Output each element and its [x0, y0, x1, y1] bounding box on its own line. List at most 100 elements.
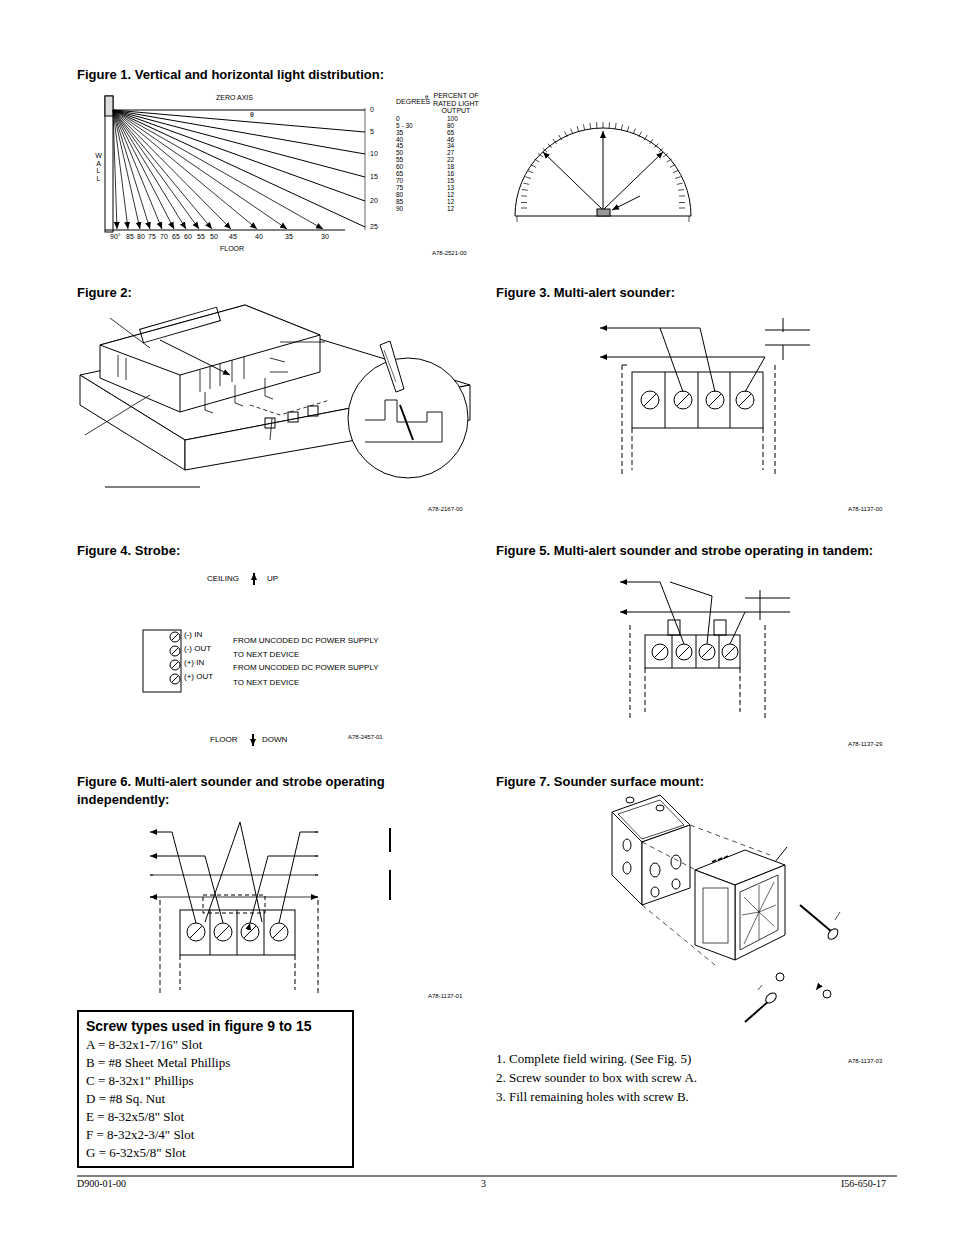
- figure-label: 60: [184, 233, 192, 240]
- figure-label: A78-2167-00: [428, 506, 463, 512]
- figure-label: 40: [255, 233, 263, 240]
- figure-label: 5 - 30: [396, 123, 413, 130]
- figure-label: 45: [396, 143, 403, 150]
- figure-label: 5: [370, 128, 374, 135]
- figure-label: 90°: [110, 233, 121, 240]
- figure-label: FLOOR: [210, 736, 238, 744]
- table-row: E = 8-32x5/8" Slot: [86, 1108, 345, 1126]
- independent-terminal-block: [150, 822, 390, 995]
- figure-label: 65: [447, 130, 454, 137]
- figure-label: 85: [396, 199, 403, 206]
- figure-label: θ: [425, 94, 428, 100]
- table-heading: Screw types used in figure 9 to 15: [86, 1016, 345, 1036]
- figure-label: 80: [396, 192, 403, 199]
- figure-title: Figure 4. Strobe:: [77, 542, 377, 560]
- figure-label: (-) IN: [184, 631, 202, 639]
- figure-label: TO NEXT DEVICE: [233, 651, 299, 659]
- table-row: D = #8 Sq. Nut: [86, 1090, 345, 1108]
- figure-label: 50: [210, 233, 218, 240]
- figure-label: 55: [396, 157, 403, 164]
- figure-label: 65: [172, 233, 180, 240]
- figure-label: ZERO AXIS: [216, 94, 253, 101]
- tandem-terminal-block: [620, 582, 790, 718]
- figure-label: 12: [447, 192, 454, 199]
- figure-label: I56-650-17: [841, 1179, 886, 1189]
- figure-title: Figure 6. Multi-alert sounder and strobe…: [77, 773, 477, 808]
- figure-label: 35: [285, 233, 293, 240]
- figure-label: 22: [447, 157, 454, 164]
- figure-label: 55: [197, 233, 205, 240]
- table-row: G = 6-32x5/8" Slot: [86, 1144, 345, 1162]
- figure-label: 0: [396, 116, 400, 123]
- figure-label: 75: [148, 233, 156, 240]
- figure-label: A78-2457-01: [348, 734, 383, 740]
- figure-label: 2. Screw sounder to box with screw A.: [496, 1071, 697, 1084]
- figure-label: (+) OUT: [184, 673, 213, 681]
- figure-label: A78-1137-03: [848, 1058, 882, 1064]
- figure-label: 45: [229, 233, 237, 240]
- horizontal-distribution-protractor: [515, 122, 691, 222]
- figure-label: 1. Complete field wiring. (See Fig. 5): [496, 1052, 691, 1065]
- figure-label: 25: [370, 223, 378, 230]
- figure-label: 3. Fill remaining holes with screw B.: [496, 1090, 689, 1103]
- figure-label: 20: [370, 197, 378, 204]
- figure-label: 12: [447, 199, 454, 206]
- figure-title: Figure 3. Multi-alert sounder:: [496, 284, 896, 302]
- figure-label: 75: [396, 185, 403, 192]
- figure-label: 16: [447, 171, 454, 178]
- figure-label: FROM UNCODED DC POWER SUPPLY: [233, 637, 379, 645]
- figure-label: 70: [160, 233, 168, 240]
- figure-label: 90: [396, 206, 403, 213]
- figure-title: Figure 2:: [77, 284, 377, 302]
- table-row: A = 8-32x1-7/16" Slot: [86, 1036, 345, 1054]
- figure-label: (-) OUT: [184, 645, 211, 653]
- screw-table-box: Screw types used in figure 9 to 15A = 8-…: [77, 1010, 354, 1168]
- figure-label: FLOOR: [220, 245, 244, 252]
- figure-label: 18: [447, 164, 454, 171]
- figure-label: 0: [370, 106, 374, 113]
- table-row: F = 8-32x2-3/4" Slot: [86, 1126, 345, 1144]
- footer-rule: [77, 1176, 897, 1177]
- figure-title: Figure 7. Sounder surface mount:: [496, 773, 896, 791]
- figure-label: 15: [447, 178, 454, 185]
- figure-label: 3: [481, 1179, 486, 1189]
- figure-label: 10: [370, 150, 378, 157]
- figure-label: A78-1137-29: [848, 741, 882, 747]
- figure-label: 34: [447, 143, 454, 150]
- strobe-terminal-block: [143, 573, 254, 746]
- figure-label: (+) IN: [184, 659, 204, 667]
- figure-label: FROM UNCODED DC POWER SUPPLY: [233, 664, 379, 672]
- figure-label: TO NEXT DEVICE: [233, 679, 299, 687]
- figure-label: 65: [396, 171, 403, 178]
- figure-label: θ: [250, 111, 254, 118]
- figure-label: 27: [447, 150, 454, 157]
- figure-label: 70: [396, 178, 403, 185]
- base-mounting-illustration: [80, 305, 470, 487]
- figure-label: PERCENT OF RATED LIGHT OUTPUT: [426, 92, 486, 115]
- figure-label: 12: [447, 206, 454, 213]
- light-distribution-fan: [105, 96, 365, 232]
- figure-label: 30: [321, 233, 329, 240]
- figure-label: DOWN: [262, 736, 287, 744]
- figure-label: CEILING: [207, 575, 239, 583]
- table-row: C = 8-32x1" Phillips: [86, 1072, 345, 1090]
- figure-label: 35: [396, 130, 403, 137]
- figure-title: Figure 1. Vertical and horizontal light …: [77, 66, 497, 84]
- figure-label: 13: [447, 185, 454, 192]
- figure-label: 60: [396, 164, 403, 171]
- figure-label: A78-1137-01: [428, 993, 462, 999]
- figure-label: 15: [370, 173, 378, 180]
- figure-label: A78-1137-00: [848, 506, 882, 512]
- figure-label: 80: [447, 123, 454, 130]
- figure-label: 100: [447, 116, 458, 123]
- figure-label: 50: [396, 150, 403, 157]
- surface-mount-exploded-view: [612, 795, 840, 1022]
- figure-label: A78-2521-00: [432, 250, 467, 256]
- figure-label: D900-01-00: [77, 1179, 126, 1189]
- figure-label: 85: [126, 233, 134, 240]
- figure-label: UP: [267, 575, 278, 583]
- sounder-terminal-block: [600, 318, 810, 475]
- figure-title: Figure 5. Multi-alert sounder and strobe…: [496, 542, 896, 560]
- figure-label: WALL: [95, 152, 102, 183]
- figure-label: 80: [137, 233, 145, 240]
